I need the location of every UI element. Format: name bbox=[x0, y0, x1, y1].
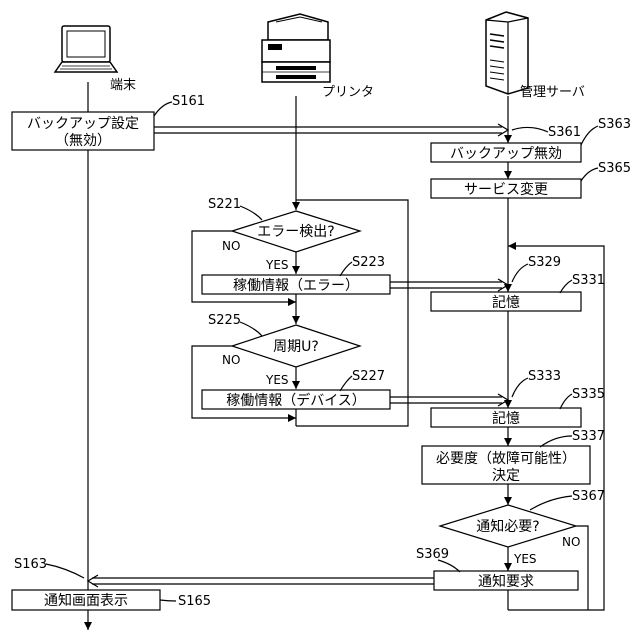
step-s331: S331 bbox=[572, 273, 605, 288]
step-s165: S165 bbox=[178, 594, 211, 609]
step-s369: S369 bbox=[416, 547, 449, 562]
leader-s363 bbox=[581, 126, 598, 145]
step-s161: S161 bbox=[172, 94, 205, 109]
actor-printer: プリンタ bbox=[322, 85, 374, 100]
notify-display-text: 通知画面表示 bbox=[44, 592, 128, 609]
error-yes-label: YES bbox=[265, 258, 289, 272]
notify-no-label: NO bbox=[562, 535, 580, 549]
step-s163: S163 bbox=[14, 557, 47, 572]
printer-icon bbox=[262, 14, 330, 82]
step-s333: S333 bbox=[528, 369, 561, 384]
necessity-text-1: 必要度（故障可能性） bbox=[436, 451, 576, 467]
notify-msg-arrowhead bbox=[88, 575, 98, 587]
leader-s333 bbox=[512, 378, 528, 397]
store2-text: 記憶 bbox=[492, 410, 520, 427]
server-icon bbox=[486, 12, 528, 94]
leader-s335 bbox=[560, 394, 572, 409]
leader-s365 bbox=[581, 168, 598, 181]
step-s329: S329 bbox=[528, 255, 561, 270]
actor-terminal: 端末 bbox=[110, 78, 136, 93]
notify-request-text: 通知要求 bbox=[478, 573, 534, 590]
step-s225: S225 bbox=[208, 313, 241, 328]
step-s223: S223 bbox=[352, 255, 385, 270]
leader-s331 bbox=[560, 280, 572, 293]
backup-setting-text-2: （無効） bbox=[55, 133, 111, 149]
op-info-device-text: 稼働情報（デバイス） bbox=[226, 392, 366, 409]
step-s221: S221 bbox=[208, 197, 241, 212]
leader-s329 bbox=[512, 264, 528, 282]
error-detect-text: エラー検出? bbox=[257, 224, 334, 240]
period-text: 周期U? bbox=[273, 339, 319, 355]
leader-s161 bbox=[154, 102, 172, 116]
leader-s337 bbox=[540, 436, 572, 447]
notify-needed-text: 通知必要? bbox=[476, 518, 539, 535]
period-yes-label: YES bbox=[265, 373, 289, 387]
necessity-text-2: 決定 bbox=[492, 468, 520, 484]
service-change-text: サービス変更 bbox=[464, 181, 548, 198]
device-msg-arrowhead bbox=[498, 394, 508, 406]
step-s361: S361 bbox=[548, 125, 581, 140]
leader-s223 bbox=[340, 262, 352, 276]
leader-s227 bbox=[340, 376, 352, 391]
step-s367: S367 bbox=[572, 489, 605, 504]
laptop-icon bbox=[55, 26, 117, 72]
notify-yes-label: YES bbox=[513, 552, 537, 566]
leader-s221 bbox=[240, 206, 262, 220]
backup-disabled-text: バックアップ無効 bbox=[450, 146, 562, 162]
op-info-error-text: 稼働情報（エラー） bbox=[233, 278, 359, 294]
leader-s361 bbox=[512, 127, 548, 132]
step-s227: S227 bbox=[352, 369, 385, 384]
backup-setting-text-1: バックアップ設定 bbox=[27, 116, 139, 132]
leader-s165 bbox=[160, 600, 176, 601]
step-s363: S363 bbox=[598, 117, 631, 132]
leader-s367 bbox=[530, 496, 572, 510]
step-s365: S365 bbox=[598, 161, 631, 176]
step-s337: S337 bbox=[572, 429, 605, 444]
store1-text: 記憶 bbox=[492, 294, 520, 311]
actor-server: 管理サーバ bbox=[520, 85, 585, 100]
leader-s163 bbox=[46, 564, 84, 578]
leader-s225 bbox=[240, 322, 262, 336]
period-no-label: NO bbox=[222, 353, 240, 367]
step-s335: S335 bbox=[572, 387, 605, 402]
backup-msg-arrowhead bbox=[498, 124, 508, 136]
error-no-label: NO bbox=[222, 239, 240, 253]
error-msg-arrowhead bbox=[498, 279, 508, 291]
